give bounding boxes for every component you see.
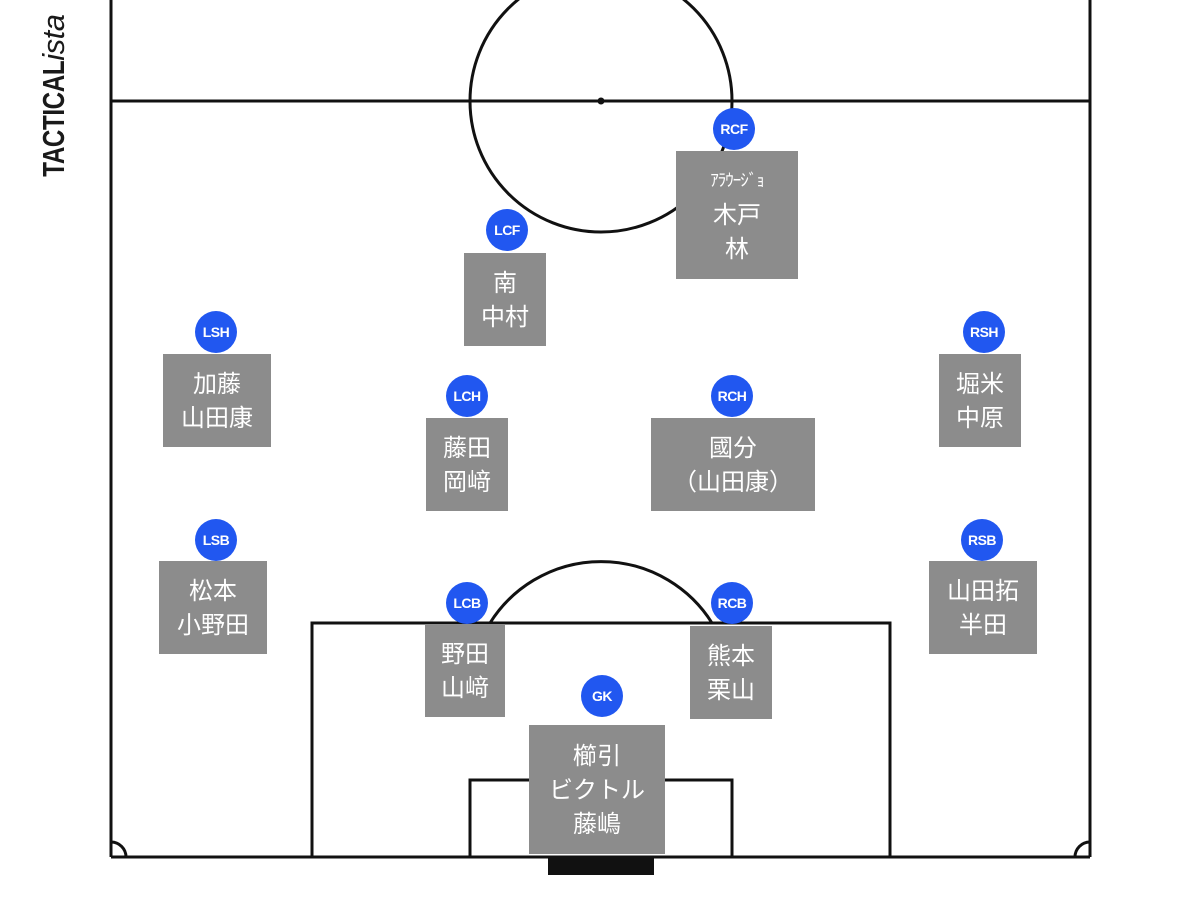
player-name: 中村: [481, 302, 529, 331]
position-badge-rsb: RSB: [961, 519, 1003, 561]
position-badge-lcb: LCB: [446, 582, 488, 624]
player-box-rcb: 熊本 栗山: [690, 626, 772, 719]
player-box-rsb: 山田拓 半田: [929, 561, 1037, 654]
center-circle: [468, 0, 734, 234]
player-name: 南: [493, 268, 517, 297]
player-name: 松本: [189, 576, 237, 605]
player-name: 岡﨑: [443, 467, 491, 496]
player-name: 小野田: [177, 610, 249, 639]
position-badge-rcf: RCF: [713, 108, 755, 150]
position-badge-lch: LCH: [446, 375, 488, 417]
player-name: 加藤: [193, 369, 241, 398]
player-name: 中原: [956, 403, 1004, 432]
player-name: 栗山: [707, 675, 755, 704]
player-name: （山田康）: [673, 467, 793, 496]
position-badge-rsh: RSH: [963, 311, 1005, 353]
player-box-lch: 藤田 岡﨑: [426, 418, 508, 511]
player-name: 山﨑: [441, 673, 489, 702]
player-box-gk: 櫛引 ビクトル 藤嶋: [529, 725, 665, 854]
player-name: 堀米: [956, 369, 1004, 398]
position-badge-rch: RCH: [711, 375, 753, 417]
position-badge-lcf: LCF: [486, 209, 528, 251]
position-badge-gk: GK: [581, 675, 623, 717]
player-box-rch: 國分 （山田康）: [651, 418, 815, 511]
player-name: 半田: [959, 610, 1007, 639]
player-name: ｱﾗｳｰｼﾞｮ: [710, 171, 764, 191]
player-box-lcb: 野田 山﨑: [425, 624, 505, 717]
player-name: 野田: [441, 639, 489, 668]
player-box-lsb: 松本 小野田: [159, 561, 267, 654]
corner-arc-right: [1073, 840, 1091, 858]
player-name: 木戸: [713, 201, 761, 229]
center-spot: [597, 97, 605, 105]
player-name: 國分: [709, 433, 757, 462]
penalty-arc: [488, 560, 714, 624]
player-name: 山田康: [181, 403, 253, 432]
player-name: 林: [725, 235, 749, 263]
player-name: 藤嶋: [573, 809, 621, 838]
player-name: 熊本: [707, 641, 755, 670]
position-badge-rcb: RCB: [711, 582, 753, 624]
position-badge-lsb: LSB: [195, 519, 237, 561]
player-name: ビクトル: [549, 775, 645, 804]
player-box-rsh: 堀米 中原: [939, 354, 1021, 447]
position-badge-lsh: LSH: [195, 311, 237, 353]
corner-arc-left: [110, 840, 128, 858]
player-name: 櫛引: [573, 741, 621, 770]
player-name: 藤田: [443, 433, 491, 462]
player-name: 山田拓: [947, 576, 1019, 605]
player-box-rcf: ｱﾗｳｰｼﾞｮ 木戸 林: [676, 151, 798, 279]
player-box-lcf: 南 中村: [464, 253, 546, 346]
goal: [548, 858, 654, 875]
player-box-lsh: 加藤 山田康: [163, 354, 271, 447]
